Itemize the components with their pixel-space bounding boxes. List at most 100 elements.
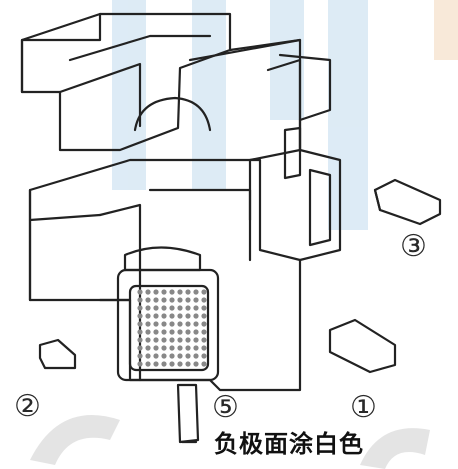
paint-dot [201, 337, 207, 343]
paint-dot [161, 289, 167, 295]
paint-dot [153, 289, 159, 295]
paint-dot [201, 305, 207, 311]
paint-dot [177, 289, 183, 295]
paint-dot [177, 297, 183, 303]
ferrite-core [133, 96, 212, 132]
paint-dot [193, 313, 199, 319]
paint-dot [153, 297, 159, 303]
paint-dot [153, 353, 159, 359]
paint-dot [177, 329, 183, 335]
paint-dot [145, 337, 151, 343]
paint-dot [193, 289, 199, 295]
paint-dot [201, 329, 207, 335]
pin-2 [38, 338, 77, 370]
paint-dot [137, 305, 143, 311]
paint-dot [153, 361, 159, 367]
paint-dot [177, 361, 183, 367]
paint-dot [153, 329, 159, 335]
paint-dot [169, 337, 175, 343]
paint-dot [169, 321, 175, 327]
pin-3 [373, 178, 442, 226]
paint-dot [153, 337, 159, 343]
paint-dot [161, 297, 167, 303]
watermark [30, 0, 458, 469]
paint-dot [153, 313, 159, 319]
paint-dot [145, 353, 151, 359]
paint-dot [201, 313, 207, 319]
pin-1 [328, 318, 397, 374]
paint-dot [177, 353, 183, 359]
paint-dot [169, 361, 175, 367]
paint-dot [161, 321, 167, 327]
paint-dot [169, 305, 175, 311]
paint-dot [201, 321, 207, 327]
paint-dot [169, 289, 175, 295]
paint-dot [137, 337, 143, 343]
paint-dot [185, 329, 191, 335]
paint-dot [185, 353, 191, 359]
pin-label-3: ③ [400, 229, 427, 264]
paint-dot [137, 313, 143, 319]
paint-dot [193, 353, 199, 359]
paint-dot [145, 305, 151, 311]
paint-dot [169, 313, 175, 319]
pin-label-5: ⑤ [212, 390, 239, 425]
paint-dot [137, 329, 143, 335]
paint-dot [177, 345, 183, 351]
pin-label-2: ② [14, 389, 41, 424]
paint-dot [185, 313, 191, 319]
paint-dot [153, 305, 159, 311]
paint-dot [161, 313, 167, 319]
paint-dot [201, 297, 207, 303]
paint-dot [177, 313, 183, 319]
paint-dot [169, 297, 175, 303]
paint-dot [145, 289, 151, 295]
paint-dot [137, 361, 143, 367]
paint-dot [137, 345, 143, 351]
paint-dot [193, 337, 199, 343]
paint-dot [201, 353, 207, 359]
paint-dot [137, 321, 143, 327]
paint-dot [161, 345, 167, 351]
paint-dot [145, 361, 151, 367]
paint-dot [145, 321, 151, 327]
paint-dot [193, 321, 199, 327]
paint-dot [169, 345, 175, 351]
paint-dot [193, 361, 199, 367]
paint-dot [153, 321, 159, 327]
paint-dot [201, 345, 207, 351]
paint-dot [201, 361, 207, 367]
pin-5 [176, 383, 200, 444]
paint-dot [137, 289, 143, 295]
caption-negative-pole-white: 负极面涂白色 [214, 430, 364, 458]
paint-dot [161, 305, 167, 311]
paint-dot [137, 297, 143, 303]
paint-dot [193, 345, 199, 351]
paint-dot [161, 353, 167, 359]
paint-dot [145, 297, 151, 303]
paint-dot [185, 321, 191, 327]
paint-dot [193, 329, 199, 335]
paint-dot [185, 297, 191, 303]
paint-dot [145, 329, 151, 335]
paint-dot [145, 345, 151, 351]
pin-label-1: ① [350, 390, 377, 425]
paint-dot [177, 321, 183, 327]
paint-dot [185, 345, 191, 351]
paint-dot [161, 337, 167, 343]
paint-dot [153, 345, 159, 351]
coil-frame-top [20, 12, 232, 152]
paint-dot [193, 305, 199, 311]
paint-dot [177, 305, 183, 311]
paint-dot [145, 313, 151, 319]
paint-dot [137, 353, 143, 359]
paint-dot [193, 297, 199, 303]
paint-dot [169, 329, 175, 335]
paint-dot [185, 289, 191, 295]
paint-dot [177, 337, 183, 343]
paint-dot [185, 361, 191, 367]
white-paint-pattern [137, 289, 207, 367]
paint-dot [169, 353, 175, 359]
paint-dot [201, 289, 207, 295]
